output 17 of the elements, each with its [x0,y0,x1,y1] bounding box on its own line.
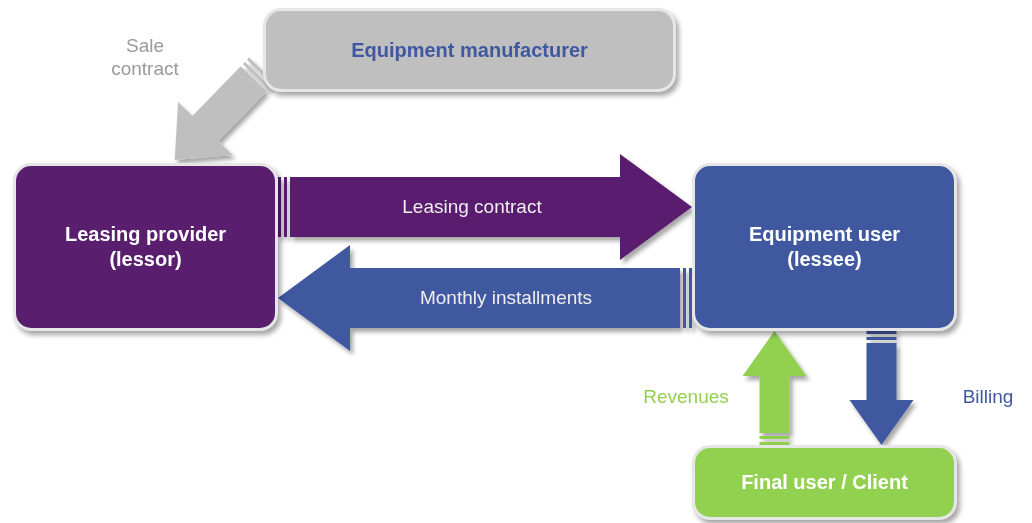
process-box [13,163,278,331]
block-arrow [742,331,807,445]
block-arrow [278,245,692,351]
edge-label: Leasing contract [402,195,542,219]
block-arrow [278,154,692,260]
edge-label: Monthly installments [419,286,593,310]
block-arrow [849,331,914,445]
node-label: Leasing provider (lessor) [63,222,228,272]
node-label: Equipment manufacturer [350,37,589,63]
node-label: Equipment user (lessee) [747,222,902,272]
process-box [692,445,957,520]
edge-label: Billing [962,385,1014,409]
node-label: Final user / Client [740,470,909,495]
process-box [692,163,957,331]
edge-label: Revenues [643,385,729,409]
edge-label: Sale contract [110,35,180,81]
process-box [263,8,676,92]
